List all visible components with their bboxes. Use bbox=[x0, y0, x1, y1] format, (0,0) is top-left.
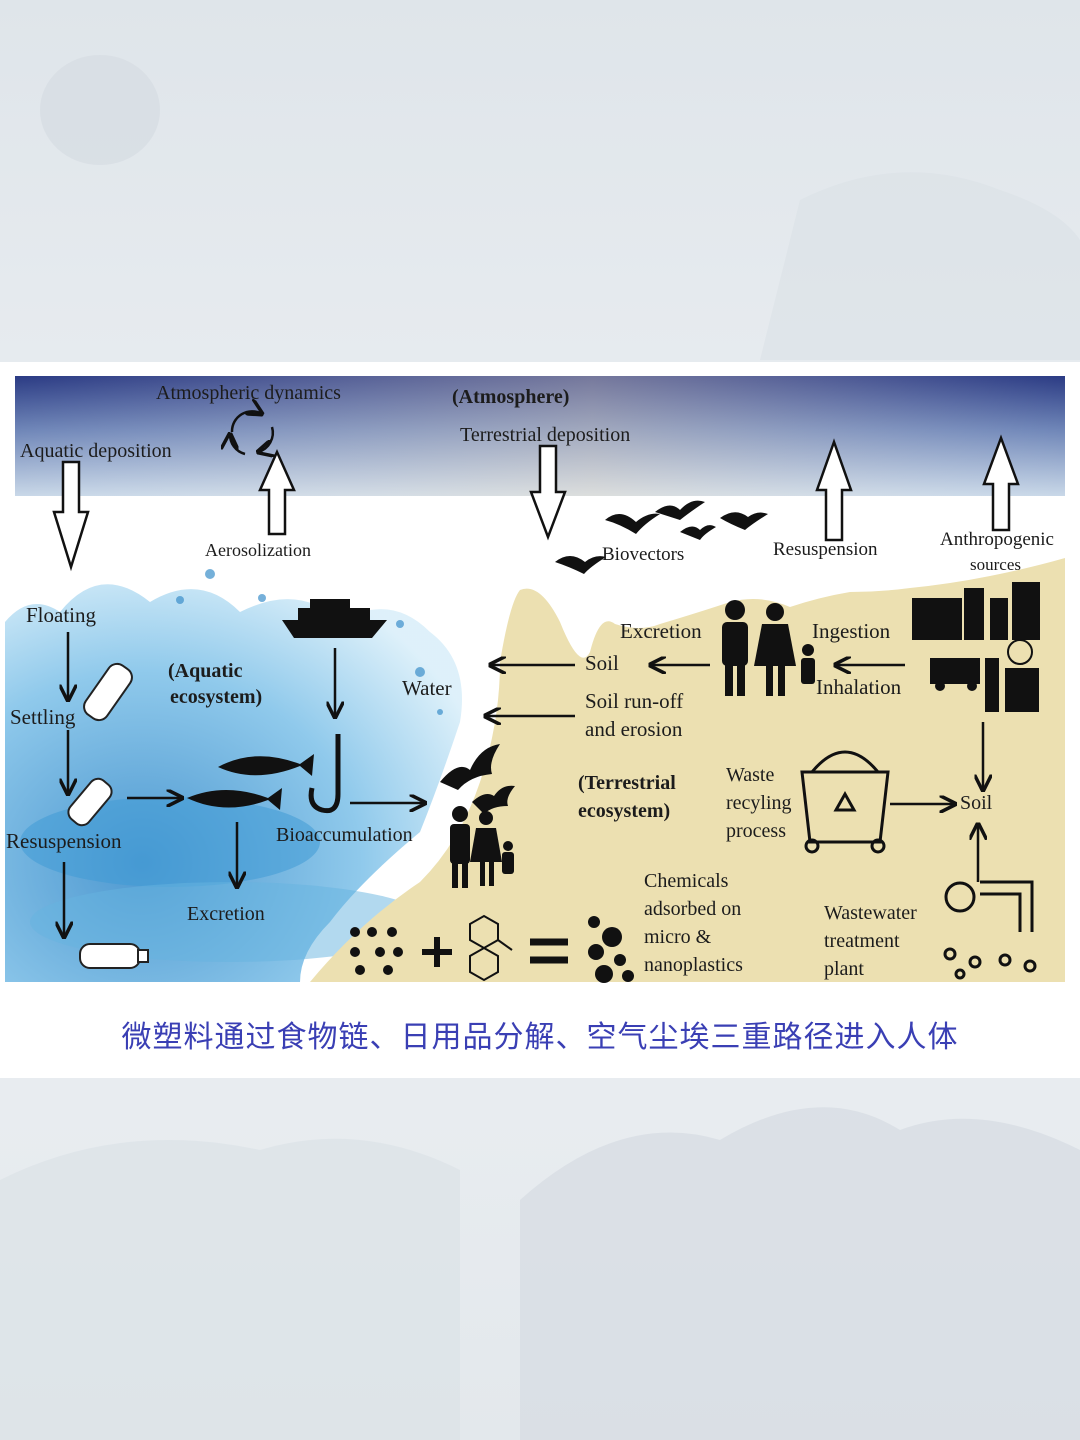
terrestrial-ecosystem-label-2: ecosystem) bbox=[578, 800, 671, 822]
aquatic-ecosystem-label-1: (Aquatic bbox=[168, 660, 243, 682]
anthropogenic-label-1: Anthropogenic bbox=[940, 529, 1054, 550]
plastic-bottle-icon bbox=[67, 662, 149, 969]
soil-runoff-label-1: Soil run-off bbox=[585, 689, 684, 713]
waste-label-3: process bbox=[726, 820, 786, 842]
soil-runoff-label-2: and erosion bbox=[585, 717, 683, 741]
bioaccumulation-label: Bioaccumulation bbox=[276, 824, 413, 846]
aquatic-ecosystem-label-2: ecosystem) bbox=[170, 686, 263, 708]
chemicals-label-3: micro & bbox=[644, 926, 712, 948]
chemicals-label-1: Chemicals bbox=[644, 870, 729, 892]
resuspension-top-label: Resuspension bbox=[773, 539, 878, 560]
water-label: Water bbox=[402, 676, 452, 700]
anthropogenic-arrow bbox=[982, 434, 1020, 532]
caption: 微塑料通过食物链、日用品分解、空气尘埃三重路径进入人体 bbox=[121, 1020, 959, 1055]
excretion-land-label: Excretion bbox=[620, 619, 702, 643]
waste-label-2: recyling bbox=[726, 792, 792, 814]
family-icon-water bbox=[450, 806, 514, 888]
chemicals-label-2: adsorbed on bbox=[644, 898, 742, 920]
settling-label: Settling bbox=[10, 705, 76, 729]
soil-label-1: Soil bbox=[585, 651, 619, 675]
floating-label: Floating bbox=[26, 603, 97, 627]
ship-icon bbox=[282, 599, 387, 638]
terrestrial-flow-arrows bbox=[485, 665, 983, 882]
aquatic-deposition-arrow bbox=[52, 460, 90, 572]
factory-icon bbox=[912, 582, 1040, 712]
waste-label-1: Waste bbox=[726, 764, 775, 786]
resuspension-arrow-top bbox=[815, 438, 853, 542]
birds-icon bbox=[555, 500, 768, 574]
terrestrial-ecosystem-label-1: (Terrestrial bbox=[578, 772, 676, 794]
wastewater-label-2: treatment bbox=[824, 930, 900, 952]
ingestion-label: Ingestion bbox=[812, 619, 891, 643]
aerosolization-arrow bbox=[258, 448, 296, 536]
microplastic-cycle-diagram bbox=[5, 376, 1065, 983]
soil-label-2: Soil bbox=[960, 792, 993, 814]
bat-icon bbox=[440, 744, 515, 814]
excretion-water-label: Excretion bbox=[187, 903, 265, 925]
inhalation-label: Inhalation bbox=[816, 675, 902, 699]
aquatic-deposition-label: Aquatic deposition bbox=[20, 440, 172, 462]
chemicals-label-4: nanoplastics bbox=[644, 954, 743, 976]
fish-icon bbox=[187, 754, 314, 810]
aerosolization-label: Aerosolization bbox=[205, 540, 311, 560]
terrestrial-deposition-label: Terrestrial deposition bbox=[460, 424, 631, 446]
chemical-equation-icon bbox=[350, 914, 634, 983]
wastewater-label-1: Wastewater bbox=[824, 902, 917, 924]
anthropogenic-label-2: sources bbox=[970, 555, 1021, 574]
recycling-bin-icon bbox=[800, 750, 890, 854]
atmospheric-dynamics-label: Atmospheric dynamics bbox=[156, 382, 341, 404]
terrestrial-deposition-arrow bbox=[529, 444, 567, 541]
aquatic-flow-arrows bbox=[64, 632, 425, 937]
biovectors-label: Biovectors bbox=[602, 544, 685, 565]
family-icon-land bbox=[722, 600, 815, 696]
resuspension-water-label: Resuspension bbox=[6, 829, 122, 853]
wastewater-label-3: plant bbox=[824, 958, 864, 980]
diagram-card: Atmospheric dynamics (Atmosphere) Aquati… bbox=[0, 362, 1080, 1078]
wastewater-pipe-icon bbox=[943, 880, 1037, 980]
atmosphere-label: (Atmosphere) bbox=[452, 386, 570, 408]
water-droplets bbox=[176, 569, 443, 715]
atmospheric-cycle-icon bbox=[230, 411, 273, 454]
fishing-hook-icon bbox=[308, 734, 341, 814]
